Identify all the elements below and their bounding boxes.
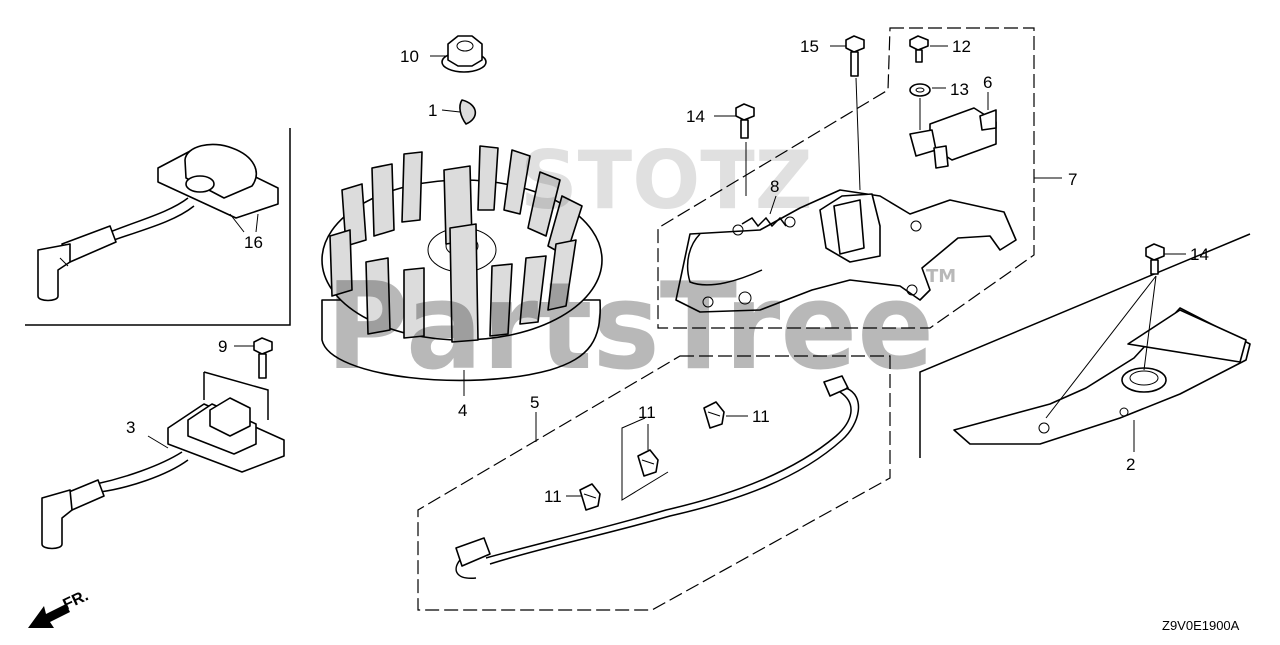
bolt-15 (845, 35, 865, 77)
callout-12: 12 (952, 37, 971, 56)
clip-11-middle (637, 449, 659, 477)
callout-14-right: 14 (1190, 245, 1209, 264)
watermark-trademark: TM (926, 266, 956, 287)
ignition-coil-16 (37, 143, 279, 302)
watermark-secondary: STOTZ (520, 134, 813, 227)
front-direction-indicator: FR. (28, 587, 91, 628)
switch-6 (909, 107, 997, 169)
callout-13: 13 (950, 80, 969, 99)
clip-11-top (703, 401, 725, 429)
callout-11-middle: 11 (638, 403, 656, 422)
base-plate-2 (953, 307, 1251, 445)
callout-10: 10 (400, 47, 419, 66)
bolt-14-upper (735, 103, 755, 139)
washer-13 (909, 83, 931, 97)
group-frame-7 (657, 27, 1035, 329)
group-frame-5 (417, 355, 891, 611)
ignition-coil-3 (41, 371, 285, 550)
group-frame-16 (25, 128, 291, 326)
callout-8: 8 (770, 177, 779, 196)
callout-6: 6 (983, 73, 992, 92)
bolt-9 (253, 337, 273, 379)
wire-harness-5 (455, 375, 860, 579)
spring-8 (732, 216, 796, 236)
callout-7: 7 (1068, 170, 1077, 189)
group-frame-2 (919, 233, 1251, 458)
callout-5: 5 (530, 393, 539, 412)
direction-label: FR. (61, 587, 92, 613)
callout-9: 9 (218, 337, 227, 356)
callouts: 10 1 4 16 9 3 15 14 8 12 13 6 7 5 11 11 … (126, 37, 1209, 506)
callout-1: 1 (428, 101, 437, 120)
diagram-code: Z9V0E1900A (1162, 618, 1240, 633)
callout-14-upper: 14 (686, 107, 705, 126)
callout-11-left: 11 (544, 487, 562, 506)
callout-2: 2 (1126, 455, 1135, 474)
screw-12 (909, 35, 929, 63)
callout-15: 15 (800, 37, 819, 56)
direction-arrow-icon (28, 604, 70, 628)
callout-16: 16 (244, 233, 263, 252)
callout-3: 3 (126, 418, 135, 437)
flywheel-4 (321, 145, 603, 382)
bolt-14-right (1145, 243, 1165, 275)
callout-11-top: 11 (752, 407, 770, 426)
callout-4: 4 (458, 401, 467, 420)
nut-10 (441, 35, 487, 73)
clip-11-left (579, 483, 601, 511)
key-1 (459, 99, 477, 125)
watermark-main: PartsTree (326, 258, 934, 397)
switch-plate-7 (675, 189, 1017, 313)
leader-lines (147, 45, 1186, 497)
flywheel-fins (329, 145, 583, 343)
